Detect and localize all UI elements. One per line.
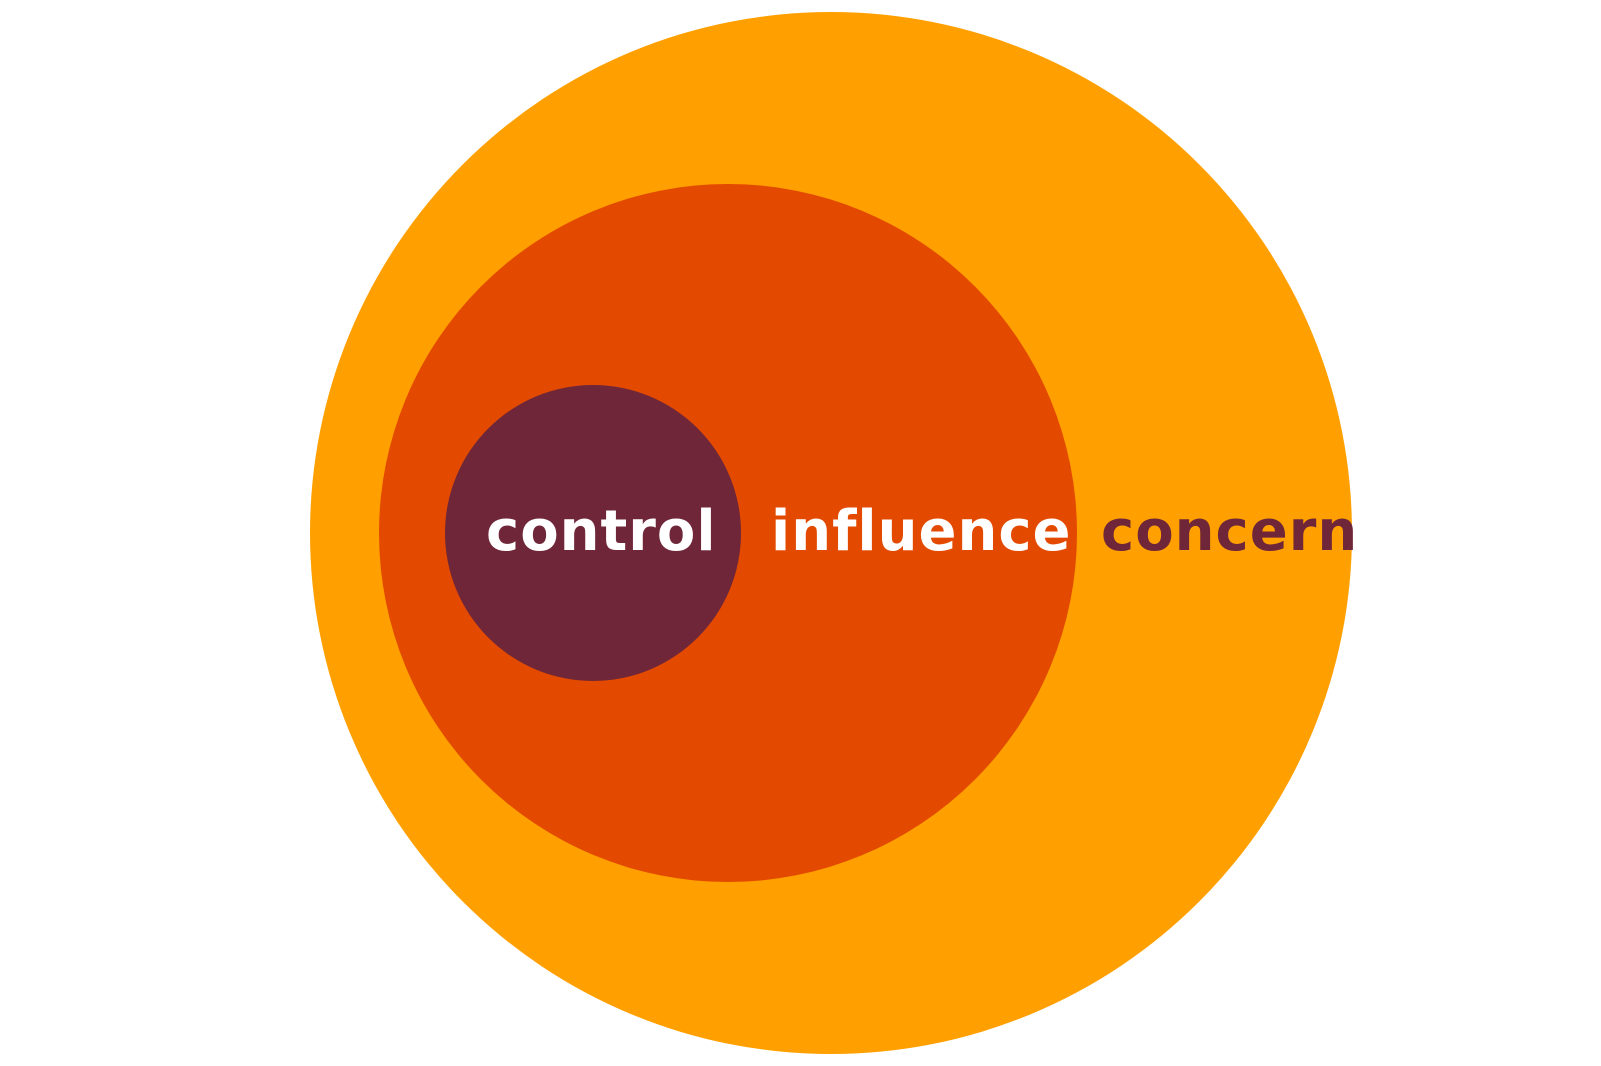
circle-of-control [445,385,741,681]
concern-label: concern [1101,499,1358,564]
influence-label: influence [771,499,1072,564]
control-label: control [486,499,717,564]
